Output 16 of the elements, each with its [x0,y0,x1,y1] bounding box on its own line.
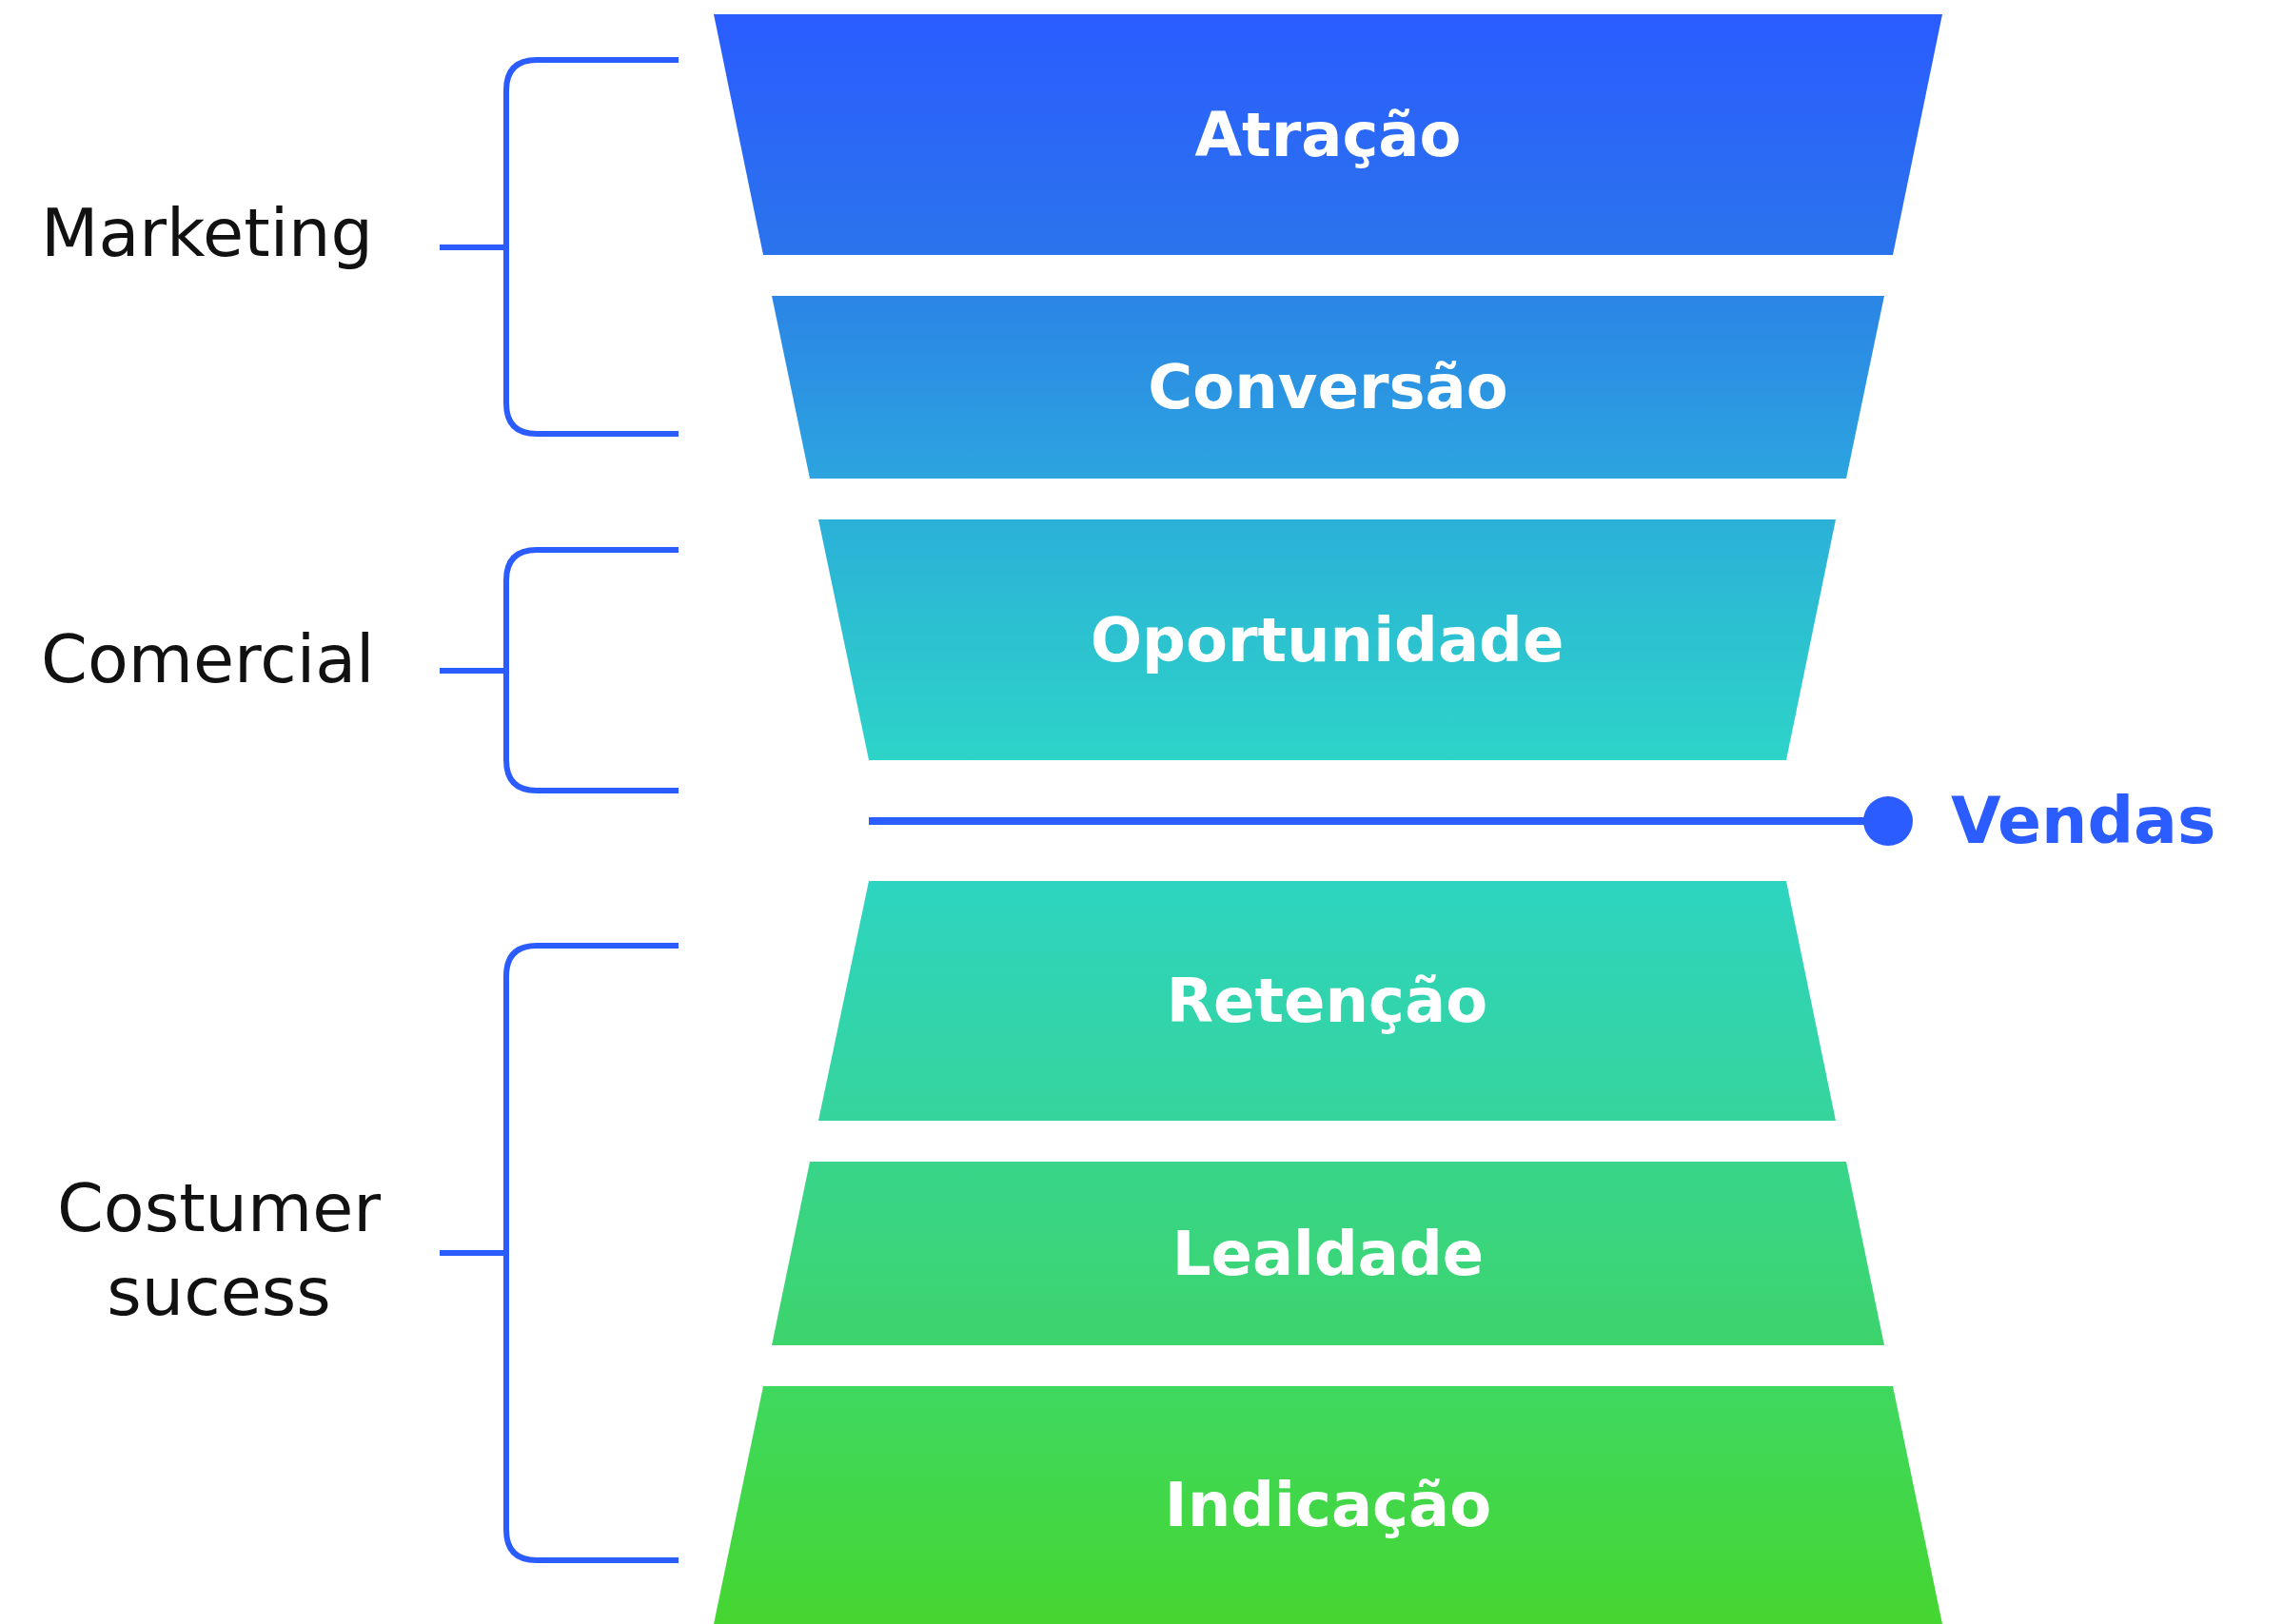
funnel-stage [714,1386,1942,1624]
group-label: Comercial [41,619,375,700]
funnel-stage [772,1162,1884,1345]
stage-label: Lealdade [1171,1218,1486,1289]
group-label: Marketing [41,193,373,274]
stage-label: Indicação [1163,1470,1493,1540]
funnel-stage [818,881,1836,1121]
funnel-stage [818,519,1836,760]
group-label: Costumer sucess [56,1168,382,1333]
stage-label: Conversão [1147,352,1509,422]
funnel-stage [714,14,1942,255]
marker-label: Vendas [1951,782,2216,860]
stage-label: Atração [1193,99,1463,170]
stage-label: Retenção [1165,966,1489,1036]
funnel-stage [772,296,1884,479]
stage-label: Oportunidade [1089,604,1565,675]
